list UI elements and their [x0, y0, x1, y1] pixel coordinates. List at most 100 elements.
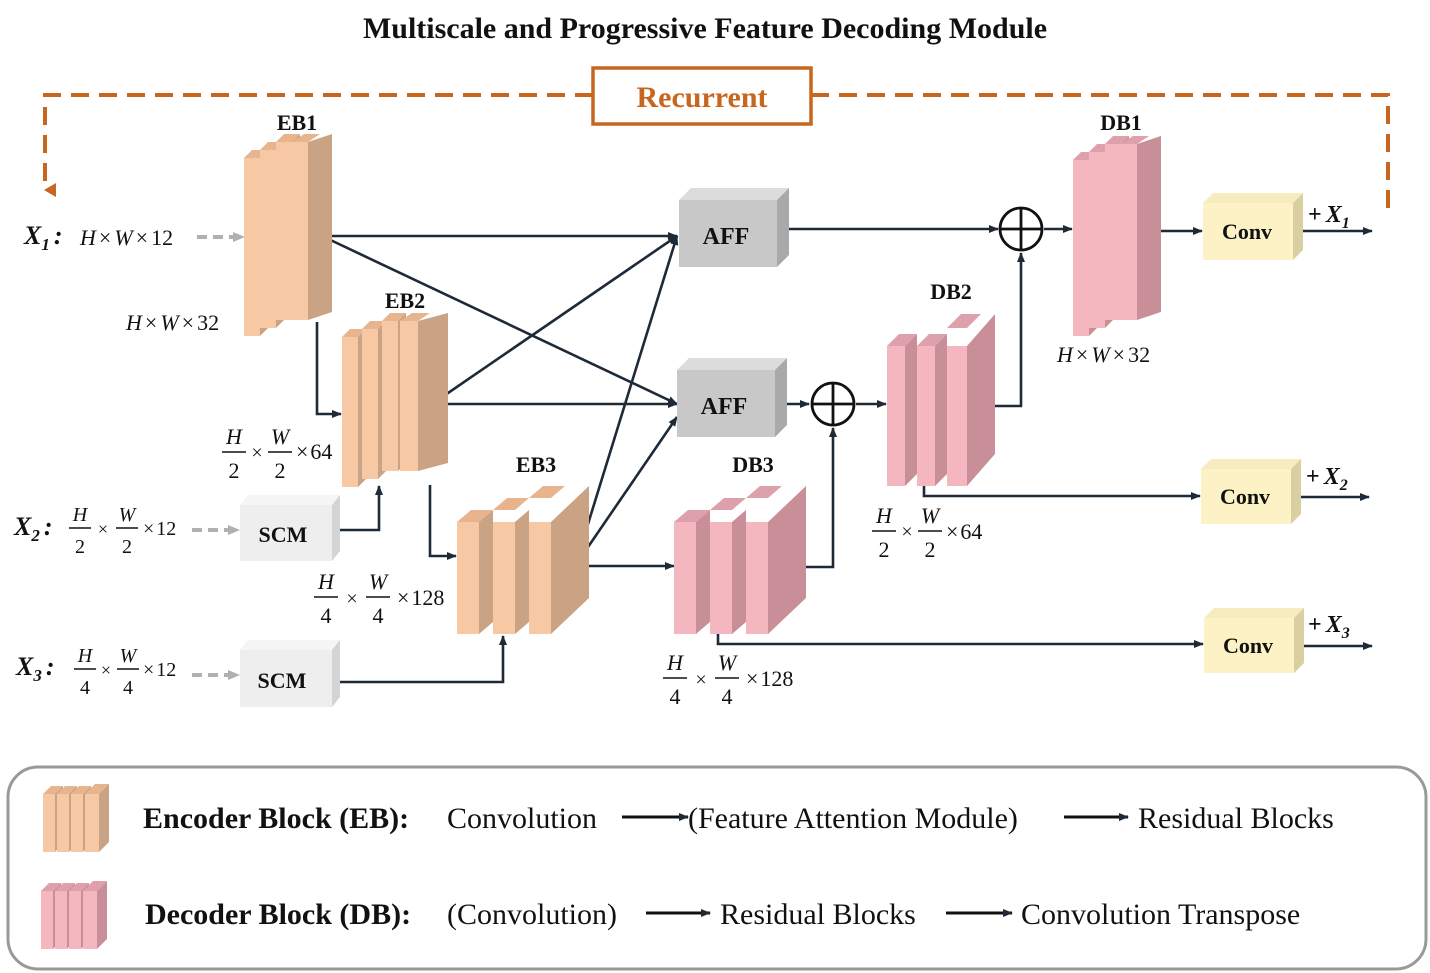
- out1-x: X: [1325, 202, 1343, 228]
- svg-text:H: H: [72, 504, 89, 526]
- svg-text:W: W: [718, 650, 738, 675]
- conv-block-2: Conv: [1201, 459, 1301, 524]
- scm-block-2: SCM: [240, 495, 340, 561]
- svg-text:H: H: [77, 645, 94, 667]
- svg-text:X1:: X1:: [23, 221, 63, 254]
- svg-text:4: 4: [123, 677, 133, 699]
- aff-block-1: AFF: [679, 188, 789, 267]
- svg-text:W: W: [271, 424, 291, 449]
- input-x2: X2:: [13, 512, 53, 545]
- legend-decoder-step-2: Residual Blocks: [720, 898, 916, 931]
- svg-text:4: 4: [373, 603, 384, 628]
- scm-block-3: SCM: [240, 640, 340, 707]
- input-x3: X3:: [15, 652, 55, 685]
- dim-db1: H×W×32: [1056, 342, 1150, 367]
- dim-db2: H 2 × W 2 ×64: [872, 503, 982, 562]
- legend-decoder-title: Decoder Block (DB):: [145, 898, 411, 931]
- svg-text:×: ×: [695, 669, 706, 691]
- svg-text:W: W: [369, 569, 389, 594]
- svg-text:4: 4: [321, 603, 332, 628]
- x2-symbol: X: [13, 512, 32, 541]
- out1-plus: +: [1308, 202, 1322, 228]
- dim-x2: H 2 × W 2 ×12: [69, 504, 176, 558]
- svg-text:2: 2: [75, 536, 85, 558]
- legend-encoder-title: Encoder Block (EB):: [143, 802, 409, 835]
- dim-eb3: H 4 × W 4 ×128: [314, 569, 444, 628]
- svg-text:2: 2: [925, 537, 936, 562]
- conv-1-label: Conv: [1222, 219, 1272, 244]
- out3-x: X: [1325, 612, 1343, 638]
- svg-text:2: 2: [275, 458, 286, 483]
- legend-encoder-icon: [43, 784, 109, 852]
- svg-text:W: W: [120, 645, 139, 667]
- out1-sub: 1: [1342, 215, 1350, 232]
- svg-text:×: ×: [346, 588, 357, 610]
- svg-text:2: 2: [879, 537, 890, 562]
- legend-encoder-step-1: Convolution: [447, 802, 597, 835]
- svg-text:2: 2: [229, 458, 240, 483]
- dim-eb2: H 2 × W 2 ×64: [222, 424, 332, 483]
- db2-label: DB2: [930, 279, 972, 304]
- sum-node-1: [998, 206, 1044, 252]
- conv-3-label: Conv: [1223, 633, 1273, 658]
- svg-text:×64: ×64: [946, 519, 982, 544]
- x1-colon: :: [54, 221, 63, 250]
- decoder-block-1: DB1: [1073, 110, 1161, 336]
- out2-sub: 2: [1339, 477, 1348, 494]
- sum-node-2: [810, 381, 856, 427]
- out3-sub: 3: [1341, 625, 1350, 642]
- dim-db3: H 4 × W 4 ×128: [663, 650, 793, 709]
- aff-1-label: AFF: [703, 224, 750, 250]
- connections: [315, 225, 1373, 684]
- diagram-title: Multiscale and Progressive Feature Decod…: [363, 12, 1047, 45]
- legend-encoder-step-2: (Feature Attention Module): [688, 802, 1018, 835]
- x3-subscript: 3: [32, 666, 42, 685]
- x3-symbol: X: [15, 652, 34, 681]
- svg-text:×64: ×64: [296, 439, 332, 464]
- svg-text:X2:: X2:: [13, 512, 53, 545]
- out2-plus: +: [1306, 464, 1320, 490]
- conv-block-1: Conv: [1203, 193, 1303, 260]
- svg-text:H: H: [875, 503, 893, 528]
- svg-text:W: W: [921, 503, 941, 528]
- scm-3-label: SCM: [258, 668, 307, 693]
- legend-encoder-step-3: Residual Blocks: [1138, 802, 1334, 835]
- svg-text:×12: ×12: [143, 518, 176, 540]
- conv-2-label: Conv: [1220, 484, 1270, 509]
- legend-decoder-icon: [41, 881, 107, 949]
- out3-plus: +: [1308, 612, 1322, 638]
- dim-x3: H 4 × W 4 ×12: [74, 645, 176, 699]
- legend-decoder-step-1: (Convolution): [447, 898, 617, 931]
- svg-text:H: H: [317, 569, 335, 594]
- output-x2: +X2: [1306, 464, 1348, 494]
- svg-text:W: W: [119, 504, 138, 526]
- dim-eb1: H×W×32: [125, 310, 219, 335]
- input-arrows: [192, 232, 245, 680]
- svg-text:×: ×: [101, 660, 111, 680]
- recurrent-label: Recurrent: [636, 81, 767, 114]
- conv-block-3: Conv: [1204, 608, 1304, 673]
- aff-2-label: AFF: [701, 394, 748, 420]
- svg-text:+X3: +X3: [1308, 612, 1350, 642]
- svg-text:4: 4: [670, 684, 681, 709]
- legend: Encoder Block (EB): Convolution (Feature…: [6, 765, 1428, 971]
- legend-decoder-step-3: Convolution Transpose: [1021, 898, 1300, 931]
- svg-text:×: ×: [251, 442, 262, 464]
- eb3-label: EB3: [516, 452, 556, 477]
- dim-x1: H×W×12: [79, 225, 173, 250]
- svg-text:×128: ×128: [397, 585, 444, 610]
- db1-label: DB1: [1100, 110, 1142, 135]
- svg-text:+X1: +X1: [1308, 202, 1350, 232]
- svg-text:4: 4: [80, 677, 90, 699]
- scm-2-label: SCM: [259, 522, 308, 547]
- input-x1: X1:: [23, 221, 63, 254]
- svg-text:×: ×: [901, 521, 912, 543]
- svg-text:×: ×: [98, 519, 108, 539]
- x2-colon: :: [44, 512, 53, 541]
- output-x1: +X1: [1308, 202, 1350, 232]
- decoder-block-2: DB2: [887, 279, 995, 486]
- svg-text:×12: ×12: [143, 659, 176, 681]
- aff-block-2: AFF: [677, 358, 787, 437]
- svg-text:+X2: +X2: [1306, 464, 1348, 494]
